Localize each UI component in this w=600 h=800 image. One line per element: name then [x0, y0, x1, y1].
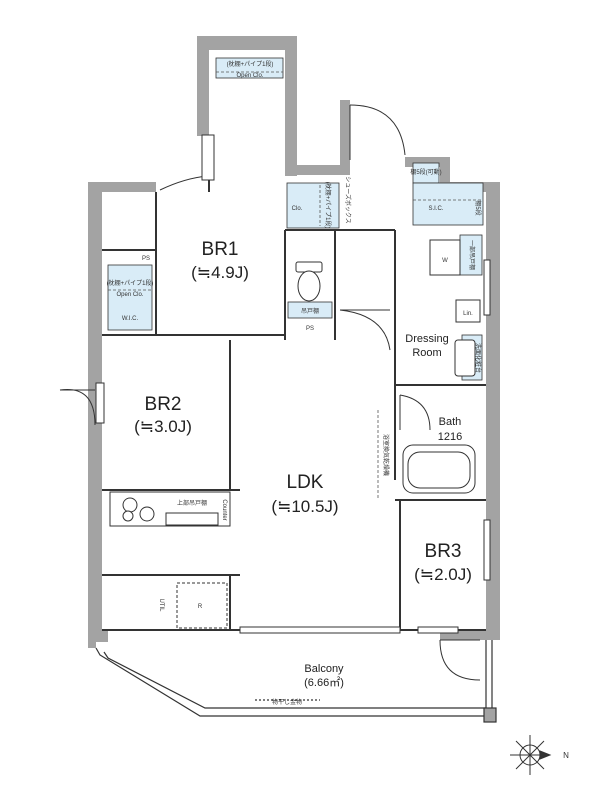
compass-icon	[510, 735, 552, 775]
ps-toilet-label: PS	[306, 326, 314, 332]
windows	[95, 134, 491, 634]
br3-name: BR3	[425, 541, 462, 562]
balcony-line1: Balcony	[304, 663, 344, 675]
ldk-area: (≒10.5J)	[271, 497, 338, 516]
br2-area: (≒3.0J)	[134, 417, 192, 436]
counter-top-label: 上部吊戸棚	[177, 499, 207, 507]
bath-line1: Bath	[439, 416, 462, 428]
utility-label: UTIL	[158, 598, 164, 612]
sic-shelf-top: 棚5段(可動)	[410, 168, 441, 176]
wic-open-clo: Open Clo.	[116, 292, 143, 298]
br3-area: (≒2.0J)	[414, 565, 472, 584]
dressing-line2: Room	[412, 347, 441, 359]
balcony	[95, 640, 497, 723]
br1-name: BR1	[202, 239, 239, 260]
storage-fills	[107, 57, 484, 514]
bath-note-label: 浴室換気乾燥機	[382, 434, 390, 476]
drying-pole-label: 物干し金物	[272, 698, 302, 706]
open-clo-top-shelf: (枕棚+パイプ1段)	[227, 60, 274, 68]
storage-dashes	[108, 71, 483, 500]
washer-label: W	[442, 258, 448, 264]
clo-label: Clo.	[292, 206, 303, 212]
clo-shelf-label: (枕棚+パイプ1段)	[324, 182, 332, 229]
sic-shelf-side: 棚5段	[474, 200, 482, 215]
br2-name: BR2	[145, 394, 182, 415]
ldk-name: LDK	[287, 472, 324, 493]
toilet-shelf-label: 吊戸棚	[301, 307, 319, 315]
refrigerator-label: R	[198, 604, 203, 610]
sic-label: S.I.C.	[428, 206, 443, 212]
compass-n-label: N	[563, 751, 569, 760]
ps-top-label: PS	[142, 256, 150, 262]
fixtures	[109, 239, 481, 629]
shoe-cabinet-label: シューズボックス	[344, 176, 352, 224]
wic-shelf: (枕棚+パイプ1段)	[107, 279, 154, 287]
vanity-label: 洗面化粧台	[474, 343, 482, 373]
br1-area: (≒4.9J)	[191, 263, 249, 282]
linen-label: Lin.	[463, 311, 473, 317]
counter-label: Counter	[221, 499, 227, 520]
dressing-shelf-label: 一部吊戸棚	[468, 240, 476, 270]
dressing-line1: Dressing	[405, 333, 448, 345]
balcony-line2: (6.66㎡)	[304, 676, 344, 689]
open-clo-top: Open Clo.	[236, 73, 263, 79]
bath-line2: 1216	[438, 431, 462, 443]
wic-label: W.I.C.	[122, 316, 139, 322]
